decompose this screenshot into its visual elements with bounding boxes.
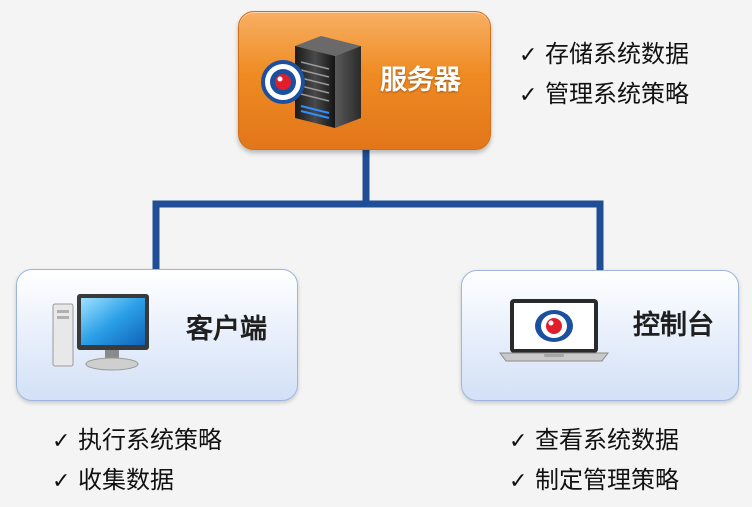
server-to-client-connector xyxy=(152,150,370,269)
feature-text: 存储系统数据 xyxy=(545,40,689,68)
check-icon: ✓ xyxy=(519,43,538,68)
server-node: 服务器 xyxy=(238,11,491,150)
server-to-console-connector xyxy=(366,200,604,270)
feature-text: 制定管理策略 xyxy=(535,466,679,494)
feature-text: 收集数据 xyxy=(78,466,174,494)
list-item: ✓ 管理系统策略 xyxy=(519,75,689,115)
console-node: 控制台 xyxy=(461,270,739,401)
eye-logo-icon xyxy=(535,310,573,342)
check-icon: ✓ xyxy=(52,429,71,454)
console-title: 控制台 xyxy=(633,310,714,341)
server-feature-list: ✓ 存储系统数据 ✓ 管理系统策略 xyxy=(519,35,689,115)
list-item: ✓ 制定管理策略 xyxy=(509,461,679,501)
client-feature-list: ✓ 执行系统策略 ✓ 收集数据 xyxy=(52,421,222,501)
server-title: 服务器 xyxy=(380,65,461,96)
server-icon xyxy=(261,32,371,136)
check-icon: ✓ xyxy=(519,83,538,108)
check-icon: ✓ xyxy=(509,469,528,494)
check-icon: ✓ xyxy=(509,429,528,454)
feature-text: 执行系统策略 xyxy=(78,426,222,454)
check-icon: ✓ xyxy=(52,469,71,494)
client-node: 客户端 xyxy=(16,269,298,401)
list-item: ✓ 收集数据 xyxy=(52,461,222,501)
list-item: ✓ 存储系统数据 xyxy=(519,35,689,75)
client-title: 客户端 xyxy=(186,314,267,345)
eye-logo-icon xyxy=(261,60,305,104)
feature-text: 查看系统数据 xyxy=(535,426,679,454)
laptop-icon xyxy=(498,295,610,367)
list-item: ✓ 查看系统数据 xyxy=(509,421,679,461)
desktop-computer-icon xyxy=(51,292,151,378)
console-feature-list: ✓ 查看系统数据 ✓ 制定管理策略 xyxy=(509,421,679,501)
list-item: ✓ 执行系统策略 xyxy=(52,421,222,461)
feature-text: 管理系统策略 xyxy=(545,80,689,108)
